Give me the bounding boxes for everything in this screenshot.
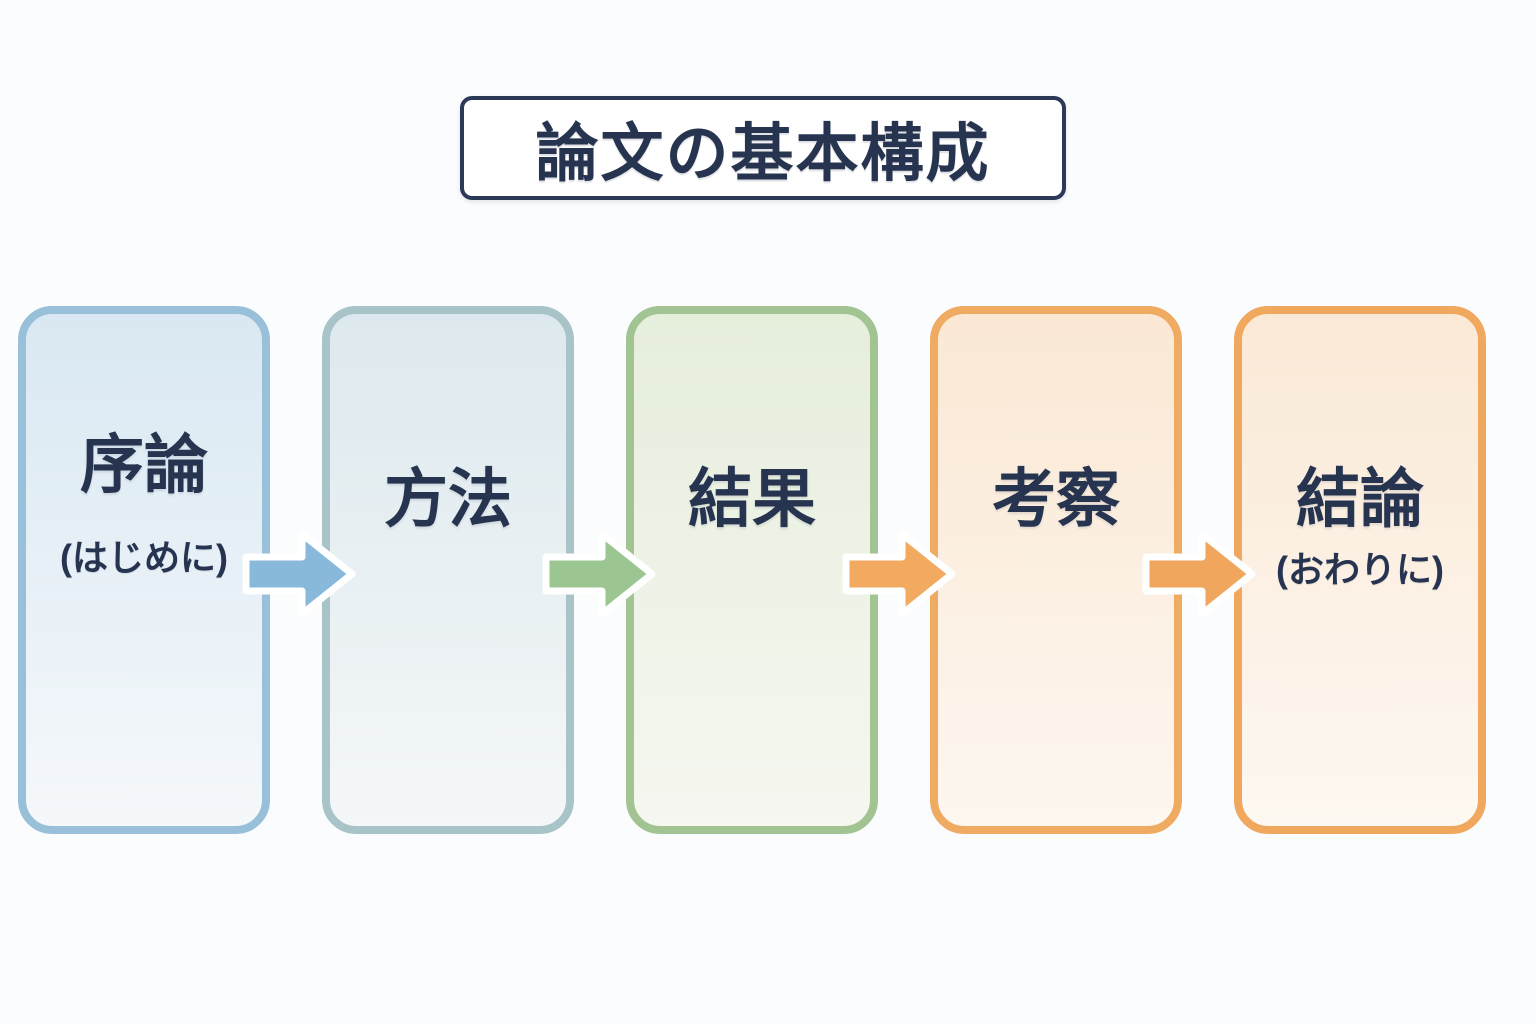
right-arrow-icon	[242, 530, 356, 618]
step-card-results: 結果	[626, 306, 878, 834]
step-text-block: 考察	[938, 463, 1174, 535]
right-arrow-icon	[842, 530, 956, 618]
step-text-block: 結果	[634, 463, 870, 535]
step-card-introduction: 序論 (はじめに)	[18, 306, 270, 834]
step-label: 結論	[1296, 463, 1424, 535]
step-label: 序論	[80, 429, 208, 501]
diagram-title-box: 論文の基本構成	[460, 96, 1066, 200]
step-text-block: 結論 (おわりに)	[1242, 464, 1478, 592]
step-sublabel: (はじめに)	[60, 537, 228, 579]
step-text-block: 方法	[330, 463, 566, 535]
step-sublabel: (おわりに)	[1276, 549, 1444, 591]
step-card-conclusion: 結論 (おわりに)	[1234, 306, 1486, 834]
diagram-title: 論文の基本構成	[535, 118, 991, 189]
right-arrow-icon	[542, 530, 656, 618]
step-text-block: 序論 (はじめに)	[26, 430, 262, 580]
step-label: 方法	[384, 463, 512, 535]
step-label: 考察	[992, 463, 1120, 535]
right-arrow-icon	[1142, 530, 1256, 618]
step-label: 結果	[688, 463, 816, 535]
